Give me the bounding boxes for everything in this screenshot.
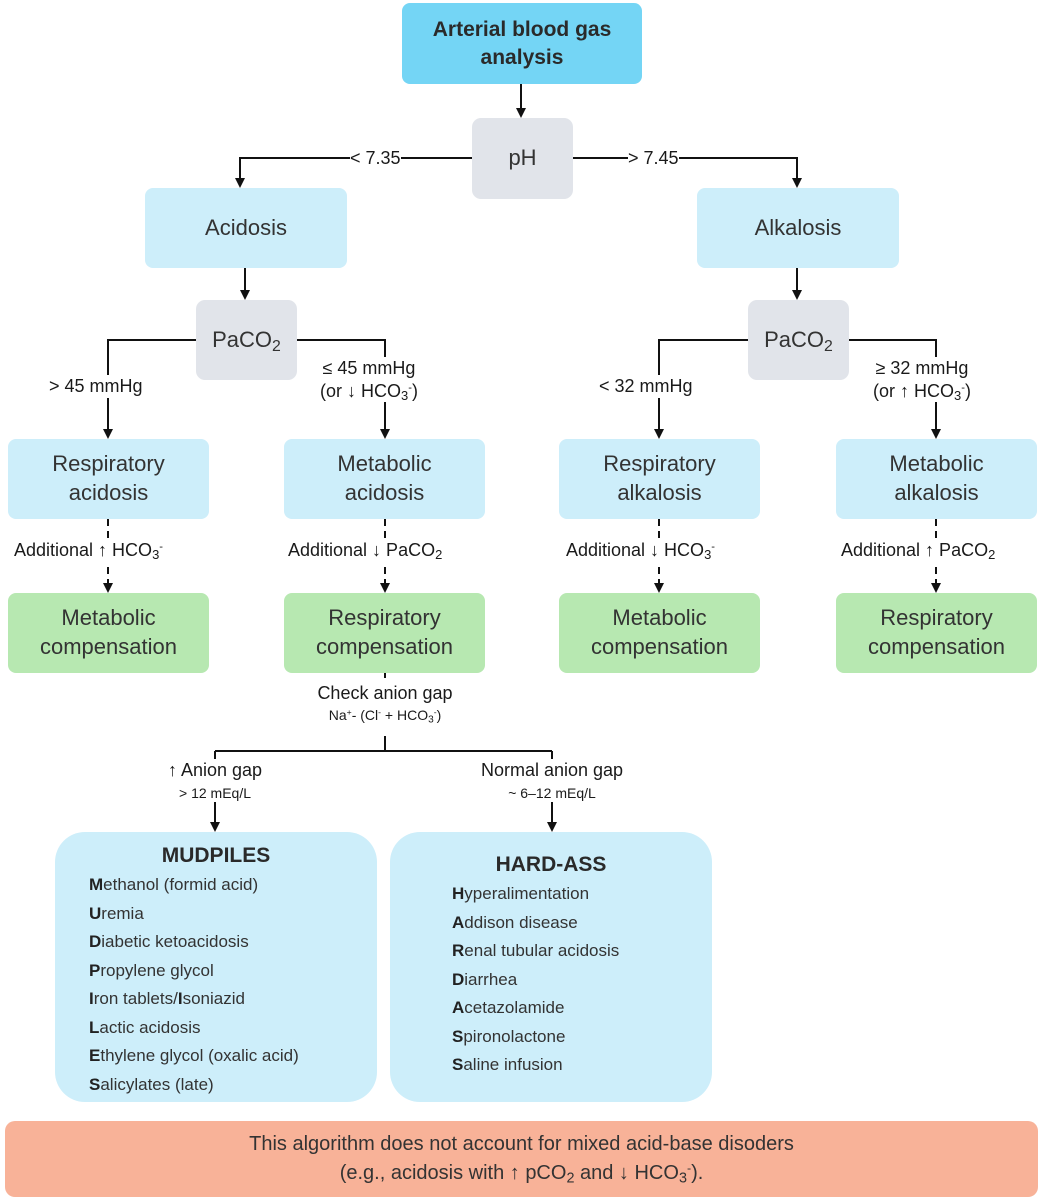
- hardass-item: Spironolactone: [452, 1026, 566, 1046]
- edge-label-additional-up-paco2: Additional ↑ PaCO2: [841, 539, 996, 563]
- paco2-label-left: PaCO2: [212, 326, 281, 355]
- edge-paco2-met-alkalosis: [849, 339, 941, 439]
- edge-paco2-met-acidosis: [297, 339, 390, 439]
- metabolic-compensation-box-right: Metabolic compensation: [559, 593, 760, 673]
- mudpiles-item: Uremia: [89, 903, 144, 923]
- edge-ph-alkalosis: [573, 157, 802, 188]
- acidosis-label: Acidosis: [205, 214, 287, 240]
- mudpiles-item: Methanol (formid acid): [89, 875, 259, 894]
- check-anion-gap-label: Check anion gap Na+- (Cl- + HCO3-): [285, 682, 485, 726]
- edge-anion-gap-split: [215, 736, 552, 752]
- acidosis-box: Acidosis: [145, 188, 347, 268]
- ph-label: pH: [508, 145, 537, 171]
- mudpiles-title: MUDPILES: [161, 844, 271, 867]
- or-increased-hco3: (or ↑ HCO3-): [873, 380, 971, 403]
- paco2-box-left: PaCO2: [196, 300, 297, 380]
- metabolic-alkalosis-box: Metabolic alkalosis: [836, 439, 1037, 519]
- mudpiles-item: Ethylene glycol (oxalic acid): [89, 1046, 299, 1065]
- edge-label-lt32: < 32 mmHg: [599, 375, 693, 398]
- hardass-item: Hyperalimentation: [452, 884, 590, 903]
- respiratory-acidosis-box: Respiratory acidosis: [8, 439, 209, 519]
- high-anion-gap-label: ↑ Anion gap > 12 mEq/L: [145, 759, 285, 802]
- hardass-item: Diarrhea: [452, 969, 518, 989]
- hardass-item: Renal tubular acidosis: [452, 941, 620, 960]
- mudpiles-item: Iron tablets/Isoniazid: [89, 989, 245, 1008]
- edge-label-additional-down-hco3: Additional ↓ HCO3-: [566, 539, 715, 563]
- edge-label-lt-735: < 7.35: [350, 147, 401, 170]
- alkalosis-label: Alkalosis: [754, 214, 842, 240]
- respiratory-compensation-box-left: Respiratory compensation: [284, 593, 485, 673]
- anion-gap-formula: Na+- (Cl- + HCO3-): [328, 706, 442, 726]
- edge-label-gt45: > 45 mmHg: [49, 375, 143, 398]
- mudpiles-item: Diabetic ketoacidosis: [89, 932, 249, 951]
- hardass-item: Acetazolamide: [452, 998, 565, 1017]
- edge-paco2-resp-alkalosis: [654, 339, 748, 439]
- abg-analysis-box: Arterial blood gas analysis: [402, 3, 642, 84]
- mixed-disorder-note: This algorithm does not account for mixe…: [5, 1121, 1038, 1197]
- metabolic-acidosis-box: Metabolic acidosis: [284, 439, 485, 519]
- mudpiles-item: Lactic acidosis: [89, 1017, 201, 1037]
- respiratory-compensation-box-right: Respiratory compensation: [836, 593, 1037, 673]
- note-line-2: (e.g., acidosis with ↑ pCO2 and ↓ HCO3-)…: [339, 1161, 704, 1187]
- or-decreased-hco3: (or ↓ HCO3-): [320, 380, 418, 403]
- edge-label-additional-down-paco2: Additional ↓ PaCO2: [288, 539, 443, 563]
- paco2-label-right: PaCO2: [764, 326, 833, 355]
- mudpiles-item: Propylene glycol: [89, 960, 214, 980]
- metabolic-compensation-box-left: Metabolic compensation: [8, 593, 209, 673]
- ph-box: pH: [472, 118, 573, 199]
- edge-label-le45: ≤ 45 mmHg (or ↓ HCO3-): [320, 357, 418, 403]
- edge-label-gt-745: > 7.45: [628, 147, 679, 170]
- edge-label-ge32: ≥ 32 mmHg (or ↑ HCO3-): [873, 357, 971, 403]
- respiratory-alkalosis-box: Respiratory alkalosis: [559, 439, 760, 519]
- mudpiles-item: Salicylates (late): [89, 1074, 214, 1094]
- hardass-item: Addison disease: [452, 912, 578, 932]
- abg-analysis-label: Arterial blood gas analysis: [432, 18, 612, 69]
- hardass-title: HARD-ASS: [495, 853, 607, 876]
- edge-label-additional-up-hco3: Additional ↑ HCO3-: [14, 539, 163, 563]
- hardass-item: Saline infusion: [452, 1055, 563, 1074]
- normal-anion-gap-label: Normal anion gap ~ 6–12 mEq/L: [462, 759, 642, 802]
- alkalosis-box: Alkalosis: [697, 188, 899, 268]
- edge-paco2-resp-acidosis: [103, 339, 196, 439]
- paco2-box-right: PaCO2: [748, 300, 849, 380]
